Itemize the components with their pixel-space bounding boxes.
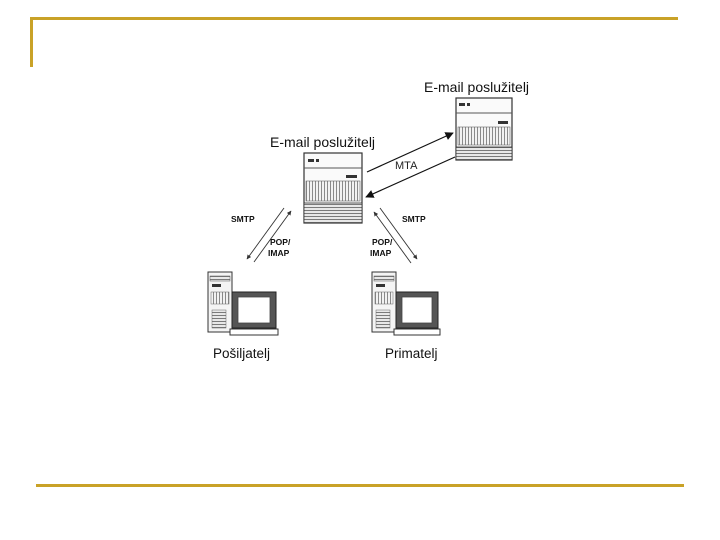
remote-mail-server xyxy=(455,97,513,161)
right-pop-arrow xyxy=(373,211,412,264)
left-smtp-label: SMTP xyxy=(231,214,255,224)
right-smtp-arrow xyxy=(379,207,418,260)
left-smtp-arrow xyxy=(253,210,292,263)
right-pop-label: POP/ xyxy=(372,237,393,247)
mta-arrow-down xyxy=(365,156,456,198)
sender-label: Pošiljatelj xyxy=(213,346,270,361)
right-smtp-label: SMTP xyxy=(402,214,426,224)
slide-frame-top-rule xyxy=(30,17,678,20)
left-imap-label: IMAP xyxy=(268,248,290,258)
main-mail-server xyxy=(303,152,363,224)
slide-frame-bottom-rule xyxy=(36,484,684,487)
receiver-label: Primatelj xyxy=(385,346,438,361)
sender-computer-icon xyxy=(207,271,279,336)
right-imap-label: IMAP xyxy=(370,248,392,258)
receiver-computer-icon xyxy=(371,271,441,336)
slide-frame-left-rule xyxy=(30,17,33,67)
left-pop-label: POP/ xyxy=(270,237,291,247)
remote-server-label: E-mail poslužitelj xyxy=(424,79,529,95)
main-server-label: E-mail poslužitelj xyxy=(270,134,375,150)
mta-label: MTA xyxy=(395,160,418,172)
mta-arrow-up xyxy=(366,132,454,173)
left-pop-arrow xyxy=(246,207,285,260)
